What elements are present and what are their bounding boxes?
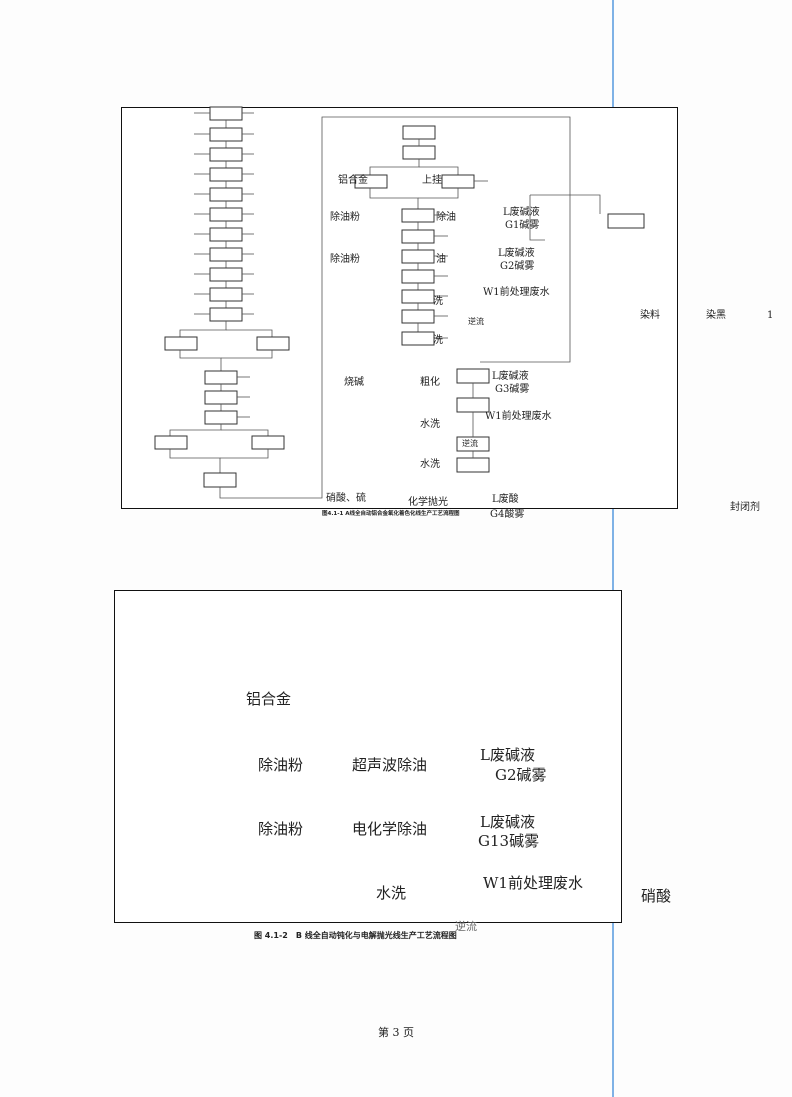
fig1-label-waste-alkali-3: L废碱液 [492, 371, 529, 382]
flow-connector [169, 449, 221, 473]
flow-connector [369, 159, 420, 175]
process-box [441, 174, 475, 189]
flow-connector [179, 350, 222, 371]
flow-connector [530, 194, 601, 214]
fig1-label-acid-mist: G4酸雾 [490, 509, 525, 520]
process-box [456, 457, 490, 473]
fig2-label-waste-alkali-2: L废碱液 [480, 813, 535, 831]
fig1-label-waste-acid: L废酸 [492, 494, 519, 505]
fig1-label-alkali-mist-1: G1碱雾 [505, 220, 540, 231]
flow-connector [418, 188, 459, 199]
process-box [354, 174, 388, 189]
outside-label-nitric-acid: 硝酸 [641, 887, 672, 905]
process-box [209, 187, 243, 202]
fig1-label-water-wash-1: 水洗 [420, 419, 440, 430]
fig1-label-partial-wash-1: 洗 [433, 296, 443, 307]
process-box [401, 229, 435, 244]
fig1-label-water-wash-2: 水洗 [420, 459, 440, 470]
flow-connector [529, 195, 545, 241]
process-box [256, 336, 290, 351]
process-box [401, 269, 435, 284]
process-box [402, 125, 436, 140]
flow-connector [179, 321, 227, 337]
process-box [209, 267, 243, 282]
process-box [209, 307, 243, 322]
fig1-label-partial-oil: 油 [436, 254, 446, 265]
outside-label-sealant: 封闭剂 [730, 502, 760, 513]
fig1-label-alkali-mist-3: G3碱雾 [495, 384, 530, 395]
process-box [402, 145, 436, 160]
process-box [401, 208, 435, 223]
fig2-label-degreasing-powder-1: 除油粉 [258, 756, 304, 774]
process-box [164, 336, 198, 351]
fig2-label-aluminum-alloy: 铝合金 [246, 690, 292, 708]
fig2-label-alkali-mist-2: G13碱雾 [478, 832, 540, 850]
fig1-label-countercurrent-1: 逆流 [468, 317, 484, 326]
fig1-label-aluminum-alloy: 铝合金 [338, 175, 368, 186]
flow-connector [221, 350, 273, 359]
flow-connector [369, 188, 419, 209]
fig1-label-partial-degrease: 除油 [436, 212, 456, 223]
process-box [204, 390, 238, 405]
figure2-frame [114, 590, 622, 923]
figure2-caption: 图 4.1-2 B 线全自动钝化与电解抛光线生产工艺流程图 [254, 931, 457, 940]
process-box [209, 207, 243, 222]
process-box [456, 397, 490, 413]
fig2-label-alkali-mist-1: G2碱雾 [495, 766, 547, 784]
process-box [401, 249, 435, 264]
fig1-label-chemical-polish: 化学抛光 [408, 497, 448, 508]
fig2-label-pretreat-waste: W1前处理废水 [483, 874, 583, 892]
fig2-label-waste-alkali-1: L废碱液 [480, 746, 535, 764]
process-box [401, 331, 435, 346]
flow-connector [220, 449, 269, 459]
flow-connector [169, 424, 222, 436]
fig2-label-electro-degrease: 电化学除油 [352, 820, 428, 838]
fig1-label-degreasing-powder-1: 除油粉 [330, 212, 360, 223]
fig1-label-degreasing-powder-2: 除油粉 [330, 254, 360, 265]
fig1-label-countercurrent-2: 逆流 [462, 439, 478, 448]
process-box [607, 213, 645, 229]
fig1-label-coarsening: 粗化 [420, 377, 440, 388]
process-box [209, 106, 243, 121]
outside-label-number: 1 [767, 310, 774, 321]
fig1-label-upper: 上挂 [422, 175, 442, 186]
process-box [209, 147, 243, 162]
flow-connector [419, 166, 459, 175]
fig1-label-nitric-sulfuric: 硝酸、硫 [326, 493, 366, 504]
process-box [209, 127, 243, 142]
process-box [456, 368, 490, 384]
fig2-label-water-wash: 水洗 [376, 884, 407, 902]
flow-connector [221, 429, 269, 436]
fig1-label-waste-alkali-1: L废碱液 [503, 207, 540, 218]
figure1-caption: 图4.1-1 A线全自动铝合金氧化着色化线生产工艺流程图 [322, 511, 460, 517]
margin-guide-line [612, 0, 614, 1097]
process-box [209, 287, 243, 302]
outside-label-dye: 染料 [640, 310, 660, 321]
process-box [204, 410, 238, 425]
process-box [209, 247, 243, 262]
fig1-label-partial-wash-2: 洗 [433, 335, 443, 346]
fig2-label-degreasing-powder-2: 除油粉 [258, 820, 304, 838]
process-box [251, 435, 285, 450]
process-box [401, 309, 435, 324]
process-box [209, 227, 243, 242]
fig1-label-pretreat-waste-2: W1前处理废水 [485, 411, 552, 422]
process-box [204, 370, 238, 385]
page-number: 第 3 页 [378, 1026, 414, 1039]
fig1-label-waste-alkali-2: L废碱液 [498, 248, 535, 259]
outside-label-dye-black: 染黑 [706, 310, 726, 321]
fig1-label-pretreat-waste-1: W1前处理废水 [483, 287, 550, 298]
process-box [209, 167, 243, 182]
flow-connector [226, 329, 273, 337]
fig1-label-caustic-soda: 烧碱 [344, 377, 364, 388]
fig2-label-ultrasonic-degrease: 超声波除油 [352, 756, 428, 774]
flow-connector [219, 116, 571, 499]
process-box [154, 435, 188, 450]
process-box [203, 472, 237, 488]
fig2-label-countercurrent: 逆流 [455, 920, 477, 933]
fig1-label-alkali-mist-2: G2碱雾 [500, 261, 535, 272]
process-box [401, 289, 435, 304]
